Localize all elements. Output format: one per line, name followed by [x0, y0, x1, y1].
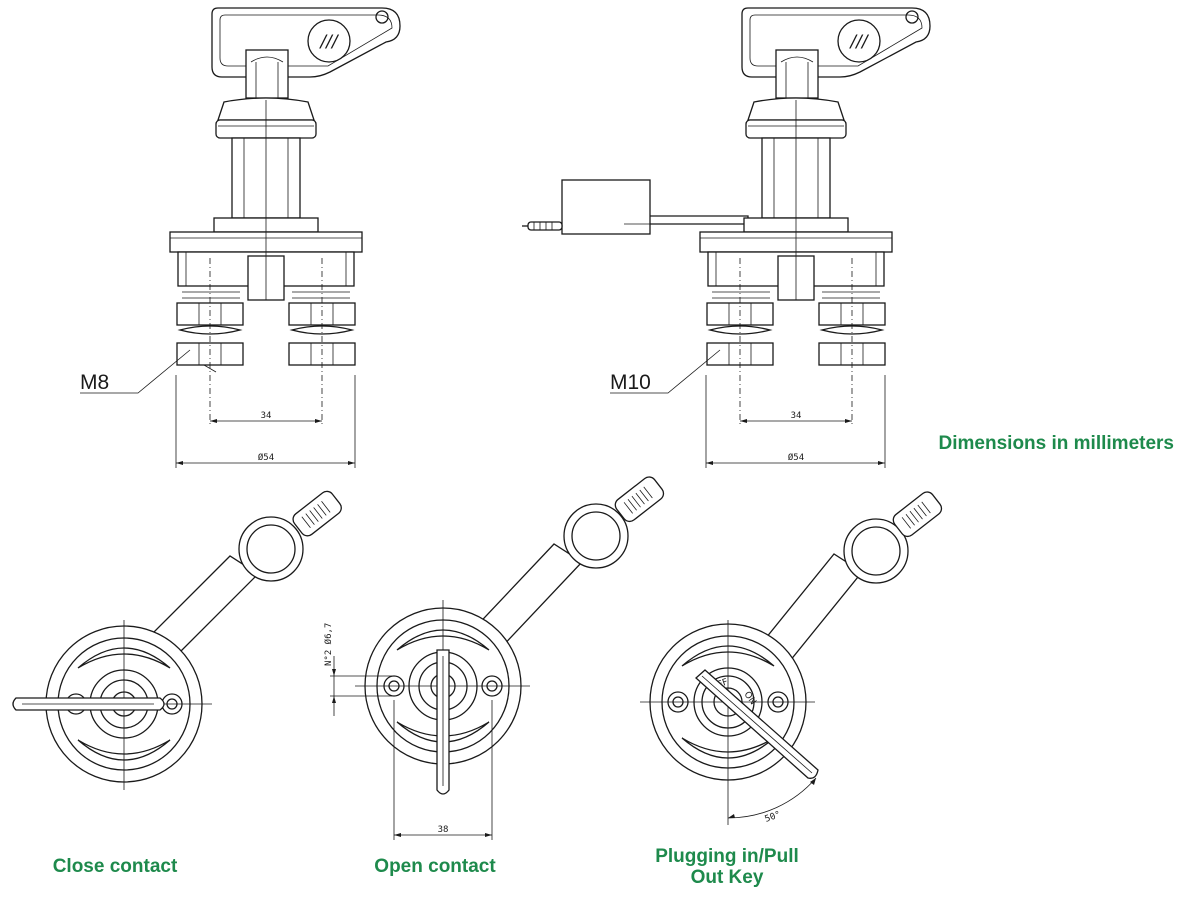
hole-spacing-dimension: 38: [438, 825, 449, 835]
diameter-dimension-right: Ø54: [788, 452, 804, 463]
key-blade-plugging: [695, 669, 819, 779]
rotation-angle-label: 50°: [764, 810, 783, 825]
key-ring-hole-icon: [375, 10, 389, 24]
dimensions-note: Dimensions in millimeters: [938, 433, 1174, 454]
logo-icon: [837, 19, 881, 63]
dimension-lines-open: [330, 656, 493, 840]
side-view-m8: ///: [80, 7, 401, 468]
diameter-dimension-left: Ø54: [258, 452, 274, 463]
caption-open-contact: Open contact: [374, 856, 496, 877]
hole-dimension-label: N°2 Ø6,7: [323, 623, 334, 666]
caption-plugging-key: Plugging in/Pull Out Key: [655, 846, 799, 888]
logo-icon: [307, 19, 351, 63]
key-head-right: ///: [741, 7, 931, 99]
top-view-plugging: OFF ON 50°: [640, 491, 943, 825]
svg-text:///: ///: [318, 32, 339, 52]
spacing-dimension-left: 34: [261, 411, 272, 421]
spacing-dimension-right: 34: [791, 411, 802, 421]
auxiliary-contact-block: [522, 179, 749, 235]
thread-label-left: M8: [80, 371, 109, 394]
svg-text:///: ///: [848, 32, 869, 52]
key-ring-hole-icon: [905, 10, 919, 24]
dimension-lines-right: [610, 349, 886, 468]
side-view-m10: ///: [522, 7, 931, 468]
terminal-studs-right: [706, 258, 886, 425]
top-view-close-contact: [12, 490, 342, 790]
caption-close-contact: Close contact: [52, 856, 178, 877]
angle-dimension: [727, 777, 817, 819]
terminal-studs-left: [176, 258, 356, 425]
switch-body-left: [169, 97, 363, 301]
switch-body-right: [699, 97, 893, 301]
key-head-left: ///: [211, 7, 401, 99]
top-view-open-contact: N°2 Ø6,7 38: [323, 476, 665, 840]
key-blade-open: [436, 649, 450, 795]
key-blade-close: [12, 697, 165, 711]
dimension-lines-left: [80, 349, 356, 468]
thread-label-right: M10: [610, 371, 651, 394]
